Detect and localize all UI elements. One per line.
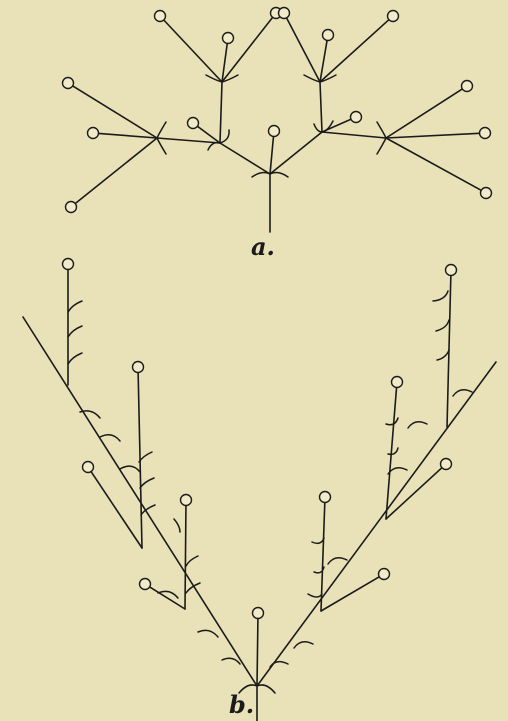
flower-node	[155, 11, 166, 22]
axis-far-left	[157, 138, 220, 143]
bract-mark	[68, 353, 82, 364]
bract-mark	[408, 422, 427, 428]
pedicel-line	[75, 138, 157, 204]
flower-node	[320, 492, 331, 503]
pedicel-line	[197, 126, 220, 143]
bract-mark	[328, 558, 347, 564]
axis-far-right	[322, 132, 386, 138]
flower-node	[351, 112, 362, 123]
bract-mark	[80, 411, 100, 418]
flower-node	[140, 579, 151, 590]
pedicel-line	[386, 133, 480, 138]
bract-mark	[388, 448, 398, 454]
pedicel-line	[386, 89, 462, 138]
bract-mark	[68, 301, 82, 312]
bract-mark	[453, 390, 472, 396]
flower-node	[462, 81, 473, 92]
flower-node	[188, 118, 199, 129]
bract-mark	[220, 130, 229, 143]
diagram-b-inflorescence	[23, 259, 496, 721]
diagram-a-inflorescence	[63, 8, 492, 233]
axis-left	[220, 143, 270, 174]
bract-mark	[222, 658, 240, 664]
pedicel-line	[257, 618, 258, 686]
flower-node	[269, 126, 280, 137]
pedicel-line	[150, 587, 185, 609]
bract-mark	[377, 122, 386, 138]
flower-node	[63, 78, 74, 89]
bract-mark	[208, 143, 220, 150]
flower-node	[66, 202, 77, 213]
pedicel-line	[91, 472, 142, 548]
bract-mark	[320, 75, 336, 82]
pedicel-line	[73, 86, 157, 138]
bract-mark	[120, 466, 140, 472]
bract-mark	[157, 138, 166, 154]
bract-mark	[68, 326, 82, 337]
flower-node	[63, 259, 74, 270]
flower-node	[481, 188, 492, 199]
diagram-a-label: a.	[251, 232, 275, 261]
axis-right	[270, 132, 322, 174]
bract-mark	[386, 418, 398, 425]
axis-upper-right	[320, 82, 322, 132]
pedicel-line	[386, 138, 481, 190]
pedicel-line	[270, 136, 273, 174]
bract-mark	[436, 320, 449, 331]
bract-mark	[198, 630, 218, 637]
flower-node	[388, 11, 399, 22]
axis-right	[257, 362, 496, 686]
flower-node	[223, 33, 234, 44]
bract-mark	[100, 435, 120, 441]
pedicel-line	[320, 20, 389, 82]
pedicel-line	[287, 18, 320, 82]
flower-node	[181, 495, 192, 506]
flower-node	[323, 30, 334, 41]
bract-mark	[186, 556, 198, 566]
flower-node	[88, 128, 99, 139]
bract-mark	[312, 538, 324, 543]
flower-node	[83, 462, 94, 473]
bract-mark	[314, 124, 322, 132]
axis-upper-left	[220, 82, 222, 143]
flower-node	[133, 362, 144, 373]
pedicel-line	[222, 17, 273, 82]
flower-node	[441, 459, 452, 470]
flower-node	[446, 265, 457, 276]
flower-node	[253, 608, 264, 619]
flower-node	[392, 377, 403, 388]
bract-mark	[174, 519, 180, 532]
bract-mark	[377, 138, 386, 154]
pedicel-line	[321, 577, 379, 611]
bract-mark	[308, 594, 322, 597]
pedicel-line	[164, 20, 222, 82]
bract-mark	[437, 350, 449, 360]
diagram-b-label: b.	[229, 690, 254, 719]
bract-mark	[433, 291, 448, 301]
bract-mark	[139, 452, 152, 462]
bract-mark	[294, 642, 313, 648]
pedicel-line	[98, 133, 157, 138]
bract-mark	[388, 468, 407, 474]
bract-mark	[270, 662, 288, 667]
flower-node	[379, 569, 390, 580]
flower-node	[279, 8, 290, 19]
pedicel-line	[386, 468, 442, 519]
bract-mark	[157, 122, 166, 138]
flower-node	[480, 128, 491, 139]
bract-mark	[140, 478, 154, 488]
